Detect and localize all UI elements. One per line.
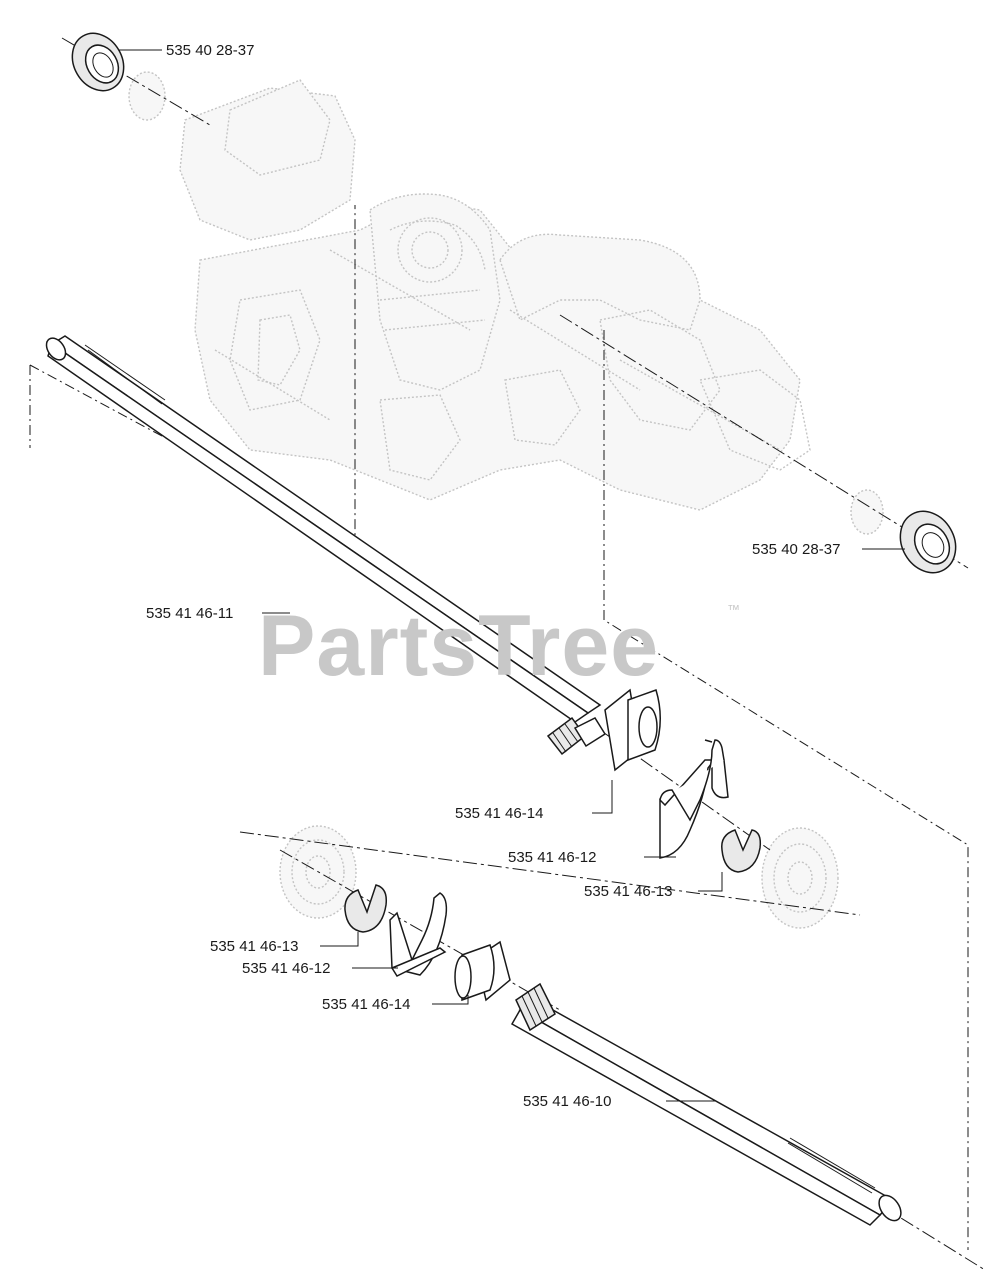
transaxle-housing-ghost [128, 71, 884, 535]
gear-right-ghost [761, 827, 839, 929]
bushing-lower [454, 940, 511, 1002]
label-shaft-upper: 535 41 46-11 [146, 605, 233, 622]
assembly-box-right [603, 330, 969, 1250]
shaft-lower [510, 982, 902, 1226]
label-seal-right: 535 40 28-37 [752, 541, 840, 558]
clip-lower [344, 884, 388, 933]
leader-lines [118, 49, 905, 1102]
label-clip-lower: 535 41 46-13 [210, 938, 298, 955]
partstree-watermark: PartsTree ™ [258, 598, 740, 694]
bracket-upper [659, 739, 729, 859]
seal-top-left [71, 32, 125, 92]
bracket-lower [389, 892, 448, 977]
svg-text:PartsTree: PartsTree [258, 598, 659, 694]
seal-right [899, 510, 957, 574]
label-bushing-lower: 535 41 46-14 [322, 996, 410, 1013]
label-seal-top: 535 40 28-37 [166, 42, 254, 59]
label-bushing-upper: 535 41 46-14 [455, 805, 543, 822]
svg-text:™: ™ [727, 602, 740, 617]
label-clip-upper: 535 41 46-13 [584, 883, 672, 900]
label-bracket-upper: 535 41 46-12 [508, 849, 596, 866]
shaft-upper [45, 335, 607, 756]
label-bracket-lower: 535 41 46-12 [242, 960, 330, 977]
label-shaft-lower: 535 41 46-10 [523, 1093, 611, 1110]
clip-upper [721, 829, 762, 873]
bushing-upper [604, 688, 661, 772]
